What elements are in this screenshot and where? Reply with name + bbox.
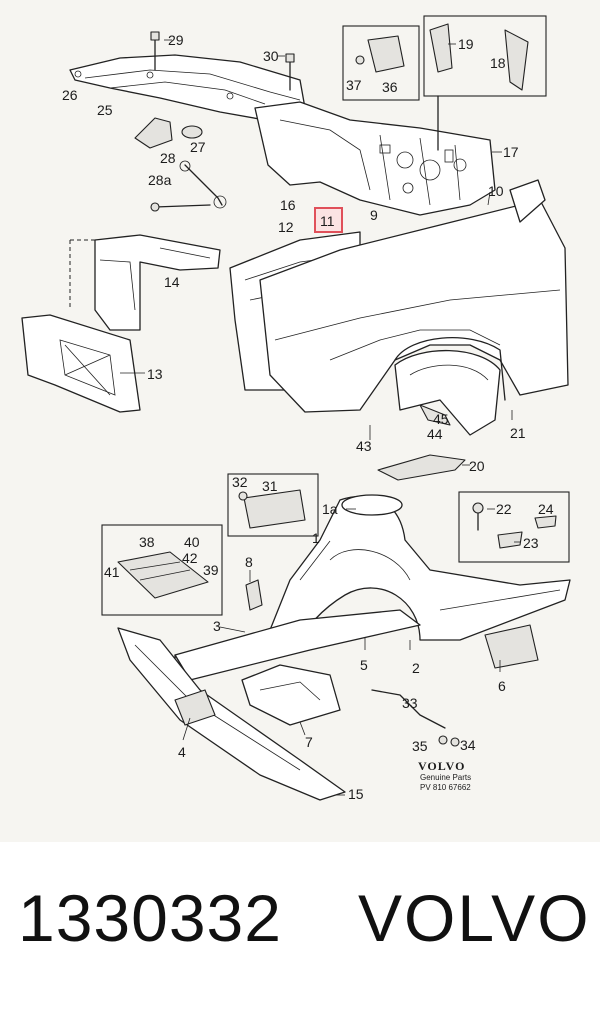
exploded-parts-diagram: VOLVO Genuine Parts PV 810 67662 — [21, 15, 571, 802]
part-label-5: 5 — [360, 657, 368, 673]
part-label-20: 20 — [469, 458, 485, 474]
part-label-40: 40 — [184, 534, 200, 550]
part-label-9: 9 — [370, 207, 378, 223]
inset-box-19-18 — [423, 15, 547, 97]
part-label-29: 29 — [168, 32, 184, 48]
part-label-39: 39 — [203, 562, 219, 578]
inset-box-22-24 — [458, 491, 570, 563]
part-label-35: 35 — [412, 738, 428, 754]
parts-diagram-panel: VOLVO Genuine Parts PV 810 67662 — [0, 0, 600, 842]
part-label-2: 2 — [412, 660, 420, 676]
part-label-37: 37 — [346, 77, 362, 93]
stamp-line-1: Genuine Parts — [420, 773, 471, 782]
part-label-24: 24 — [538, 501, 554, 517]
part-label-30: 30 — [263, 48, 279, 64]
highlighted-part-11-box — [314, 207, 343, 233]
part-label-7: 7 — [305, 734, 313, 750]
inset-box-38-42 — [101, 524, 223, 616]
part-label-42: 42 — [182, 550, 198, 566]
part-17-firewall — [254, 101, 496, 216]
part-label-36: 36 — [382, 79, 398, 95]
part-label-12: 12 — [278, 219, 294, 235]
part-label-26: 26 — [62, 87, 78, 103]
part-15-crossmember — [117, 627, 346, 801]
part-label-32: 32 — [232, 474, 248, 490]
part-label-25: 25 — [97, 102, 113, 118]
part-label-45: 45 — [433, 411, 449, 427]
part-label-43: 43 — [356, 438, 372, 454]
caption-bar — [0, 842, 600, 1011]
part-label-1: 1 — [312, 530, 320, 546]
part-label-28a: 28a — [148, 172, 172, 188]
part-label-27: 27 — [190, 139, 206, 155]
part-label-28: 28 — [160, 150, 176, 166]
part-label-19: 19 — [458, 36, 474, 52]
part-label-8: 8 — [245, 554, 253, 570]
part-label-22: 22 — [496, 501, 512, 517]
stamp-line-2: PV 810 67662 — [420, 783, 471, 792]
part-number-text: 1330332 — [18, 881, 282, 955]
part-label-6: 6 — [498, 678, 506, 694]
part-label-13: 13 — [147, 366, 163, 382]
part-label-38: 38 — [139, 534, 155, 550]
part-label-3: 3 — [213, 618, 221, 634]
part-label-15: 15 — [348, 786, 364, 802]
part-label-17: 17 — [503, 144, 519, 160]
part-label-18: 18 — [490, 55, 506, 71]
part-label-1a: 1a — [322, 501, 338, 517]
part-label-10: 10 — [488, 183, 504, 199]
part-7-bracket — [241, 664, 341, 726]
part-label-4: 4 — [178, 744, 186, 760]
part-label-21: 21 — [510, 425, 526, 441]
brand-name-text: VOLVO — [358, 881, 591, 955]
part-label-41: 41 — [104, 564, 120, 580]
part-label-14: 14 — [164, 274, 180, 290]
stamp-brand: VOLVO — [418, 759, 465, 773]
part-1-wheelhouse — [269, 494, 571, 641]
part-label-34: 34 — [460, 737, 476, 753]
part-label-33: 33 — [402, 695, 418, 711]
inset-box-37-36 — [342, 25, 420, 101]
part-21-front-fender — [259, 179, 569, 413]
part-label-23: 23 — [523, 535, 539, 551]
part-label-44: 44 — [427, 426, 443, 442]
part-label-16: 16 — [280, 197, 296, 213]
inset-box-32-31 — [227, 473, 319, 537]
part-label-31: 31 — [262, 478, 278, 494]
part-label-11: 11 — [320, 213, 335, 229]
